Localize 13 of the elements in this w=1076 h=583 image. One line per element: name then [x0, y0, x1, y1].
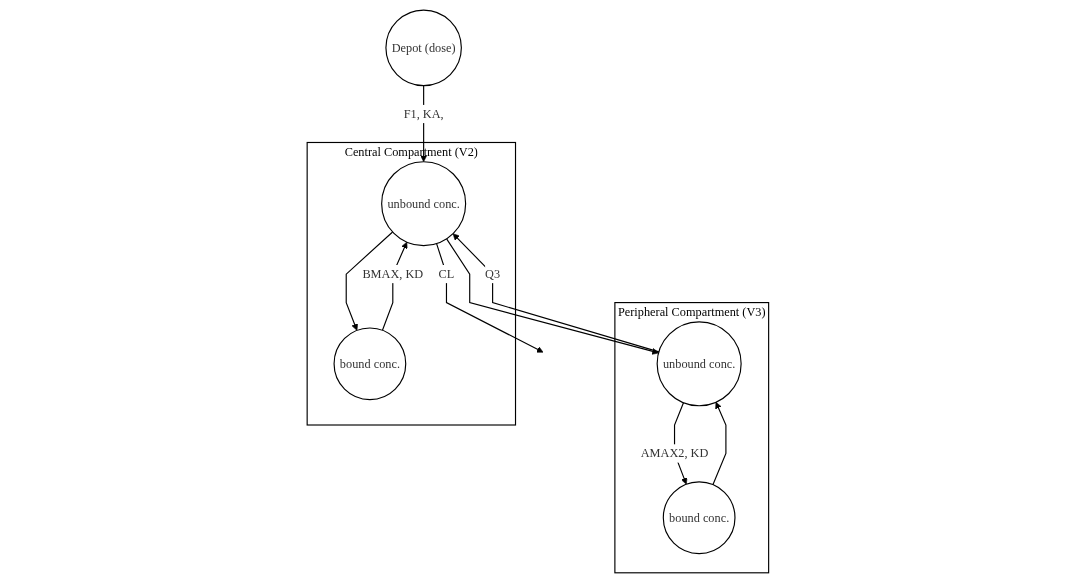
node-circle: Depot (dose)	[385, 9, 463, 87]
edge-label: F1, KA,	[403, 107, 444, 121]
arrow	[712, 401, 727, 486]
node-circle: bound conc.	[662, 481, 736, 555]
node-circle: bound conc.	[333, 327, 407, 401]
edge-label: BMAX, KD	[362, 267, 424, 281]
node-circle: unbound conc.	[381, 161, 467, 247]
arrow	[345, 231, 394, 331]
arrow	[436, 243, 544, 353]
edge-label: CL	[438, 267, 455, 281]
node-circle: unbound conc.	[656, 321, 742, 407]
edge-label: AMAX2, KD	[640, 446, 709, 460]
edge-label: Q3	[485, 267, 501, 281]
